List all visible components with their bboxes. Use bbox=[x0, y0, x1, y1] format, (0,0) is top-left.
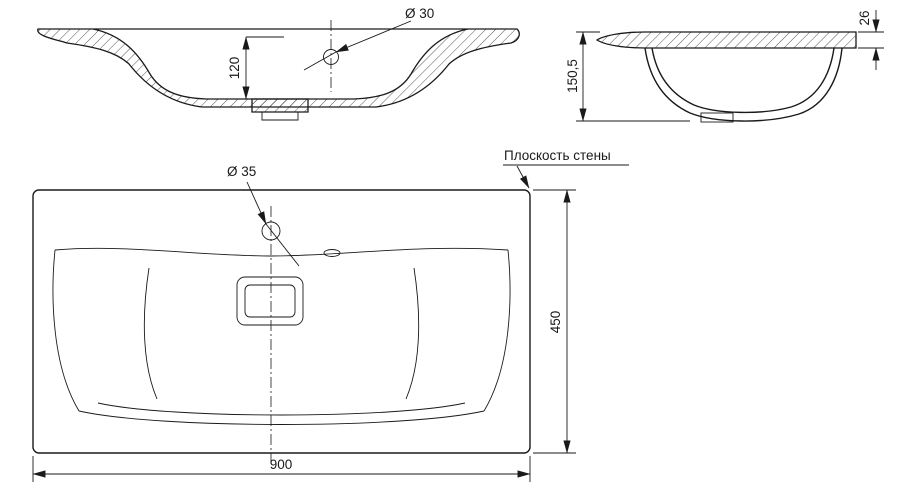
side-bowl-inner bbox=[651, 47, 835, 114]
dimension-front-hole: Ø 30 bbox=[303, 6, 434, 71]
plan-width-label: 900 bbox=[270, 457, 293, 472]
plan-depth-label: 450 bbox=[548, 311, 563, 334]
wall-plane-callout: Плоскость стены bbox=[503, 148, 629, 189]
front-depth-label: 120 bbox=[227, 57, 242, 80]
front-basin-shell bbox=[37, 28, 520, 108]
front-drain bbox=[251, 98, 309, 113]
plan-overflow-slot bbox=[323, 249, 341, 257]
plan-bottom-contour bbox=[78, 410, 485, 425]
plan-right-contour bbox=[483, 249, 511, 412]
dimension-front-depth: 120 bbox=[227, 36, 284, 100]
plan-left-slope bbox=[143, 267, 158, 400]
plan-back-ledge bbox=[54, 247, 509, 257]
side-drain bbox=[700, 112, 734, 123]
dimension-plan-width: 900 bbox=[32, 456, 531, 482]
plan-drain-inner bbox=[244, 284, 296, 318]
dimension-plan-depth: 450 bbox=[533, 189, 576, 454]
front-section-view: Ø 30 120 bbox=[37, 6, 520, 121]
side-thickness-label: 26 bbox=[857, 10, 872, 25]
plan-outline bbox=[32, 189, 531, 454]
dimension-side-height: 150,5 bbox=[565, 31, 690, 122]
front-hole-diameter-label: Ø 30 bbox=[405, 6, 434, 21]
plan-bottom-contour-2 bbox=[97, 402, 466, 416]
dimension-side-thickness: 26 bbox=[857, 10, 884, 70]
side-rim-plate bbox=[595, 31, 857, 49]
plan-drain-outer bbox=[236, 276, 304, 326]
front-drain-lip bbox=[261, 112, 299, 121]
side-section-view: 26 150,5 bbox=[565, 10, 884, 123]
dimension-plan-hole: Ø 35 bbox=[227, 164, 300, 267]
plan-hole-diameter-label: Ø 35 bbox=[227, 164, 256, 179]
wall-plane-label: Плоскость стены bbox=[504, 148, 611, 163]
plan-left-contour bbox=[52, 249, 80, 412]
plan-faucet-hole bbox=[261, 221, 281, 241]
side-height-label: 150,5 bbox=[565, 59, 580, 93]
side-bowl-outer bbox=[644, 47, 843, 122]
front-faucet-hole bbox=[323, 49, 339, 65]
plan-view: Ø 35 Плоскость стены 450 900 bbox=[32, 148, 629, 482]
plan-right-slope bbox=[405, 267, 420, 400]
